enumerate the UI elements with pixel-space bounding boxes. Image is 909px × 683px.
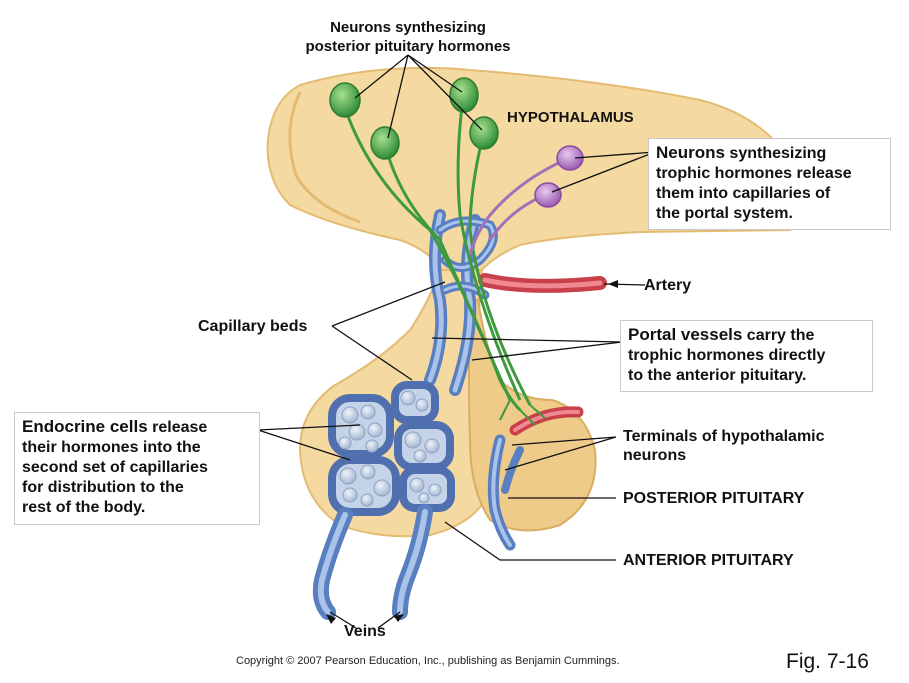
anterior-pituitary-label: ANTERIOR PITUITARY [623, 552, 794, 569]
portal-bold-text: Portal vessels [628, 325, 743, 344]
leader-lines [257, 54, 656, 629]
veins-vessels [312, 504, 433, 620]
portal-vessels [424, 209, 498, 396]
hypothalamus-label: HYPOTHALAMUS [507, 109, 634, 126]
trophic-neurons-callout: Neurons synthesizing trophic hormones re… [648, 138, 891, 230]
endocrine-cells-callout: Endocrine cells release their hormones i… [14, 412, 260, 525]
endocrine-cells [338, 390, 442, 507]
arteries [478, 273, 607, 436]
terminals-label: Terminals of hypothalamic neurons [623, 428, 825, 464]
trophic-bold-text: Neurons [656, 143, 725, 162]
hypothalamus-inner-fold [288, 91, 361, 224]
arrow-heads [326, 280, 618, 624]
artery-label: Artery [644, 277, 692, 294]
endocrine-bold-text: Endocrine cells [22, 417, 148, 436]
posterior-vessels [487, 434, 524, 551]
trophic-neuron-bodies [534, 145, 584, 208]
posterior-pituitary-label: POSTERIOR PITUITARY [623, 490, 805, 507]
veins-label: Veins [344, 623, 386, 640]
posterior-neurons-label: Neurons synthesizing posterior pituitary… [305, 19, 511, 55]
posterior-neuron-bodies [329, 77, 499, 160]
figure-number: Fig. 7-16 [786, 650, 869, 673]
portal-vessels-callout: Portal vessels carry the trophic hormone… [620, 320, 873, 392]
copyright-notice: Copyright © 2007 Pearson Education, Inc.… [236, 655, 620, 667]
capillary-beds-label: Capillary beds [198, 318, 308, 335]
